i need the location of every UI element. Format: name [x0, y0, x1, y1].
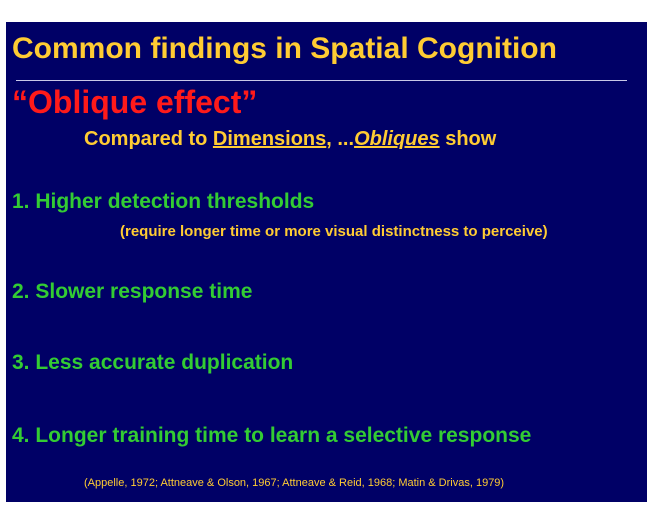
finding-item-1-note: (require longer time or more visual dist… [120, 223, 548, 240]
slide: Common findings in Spatial Cognition “Ob… [6, 22, 647, 502]
finding-item-2: 2. Slower response time [12, 280, 253, 303]
finding-item-1: 1. Higher detection thresholds [12, 190, 315, 213]
finding-item-3: 3. Less accurate duplication [12, 351, 294, 374]
comparison-middle: , ... [326, 128, 355, 150]
references: (Appelle, 1972; Attneave & Olson, 1967; … [84, 477, 505, 489]
slide-title: Common findings in Spatial Cognition [12, 32, 557, 65]
dimensions-term: Dimensions [212, 128, 327, 150]
title-divider [16, 80, 627, 81]
obliques-term: Obliques [354, 128, 440, 150]
comparison-line: Compared to Dimensions, ...Obliques show [84, 128, 496, 151]
slide-subtitle: “Oblique effect” [12, 84, 258, 120]
comparison-suffix: show [439, 128, 497, 150]
comparison-prefix: Compared to [84, 128, 213, 150]
finding-item-4: 4. Longer training time to learn a selec… [12, 424, 532, 447]
